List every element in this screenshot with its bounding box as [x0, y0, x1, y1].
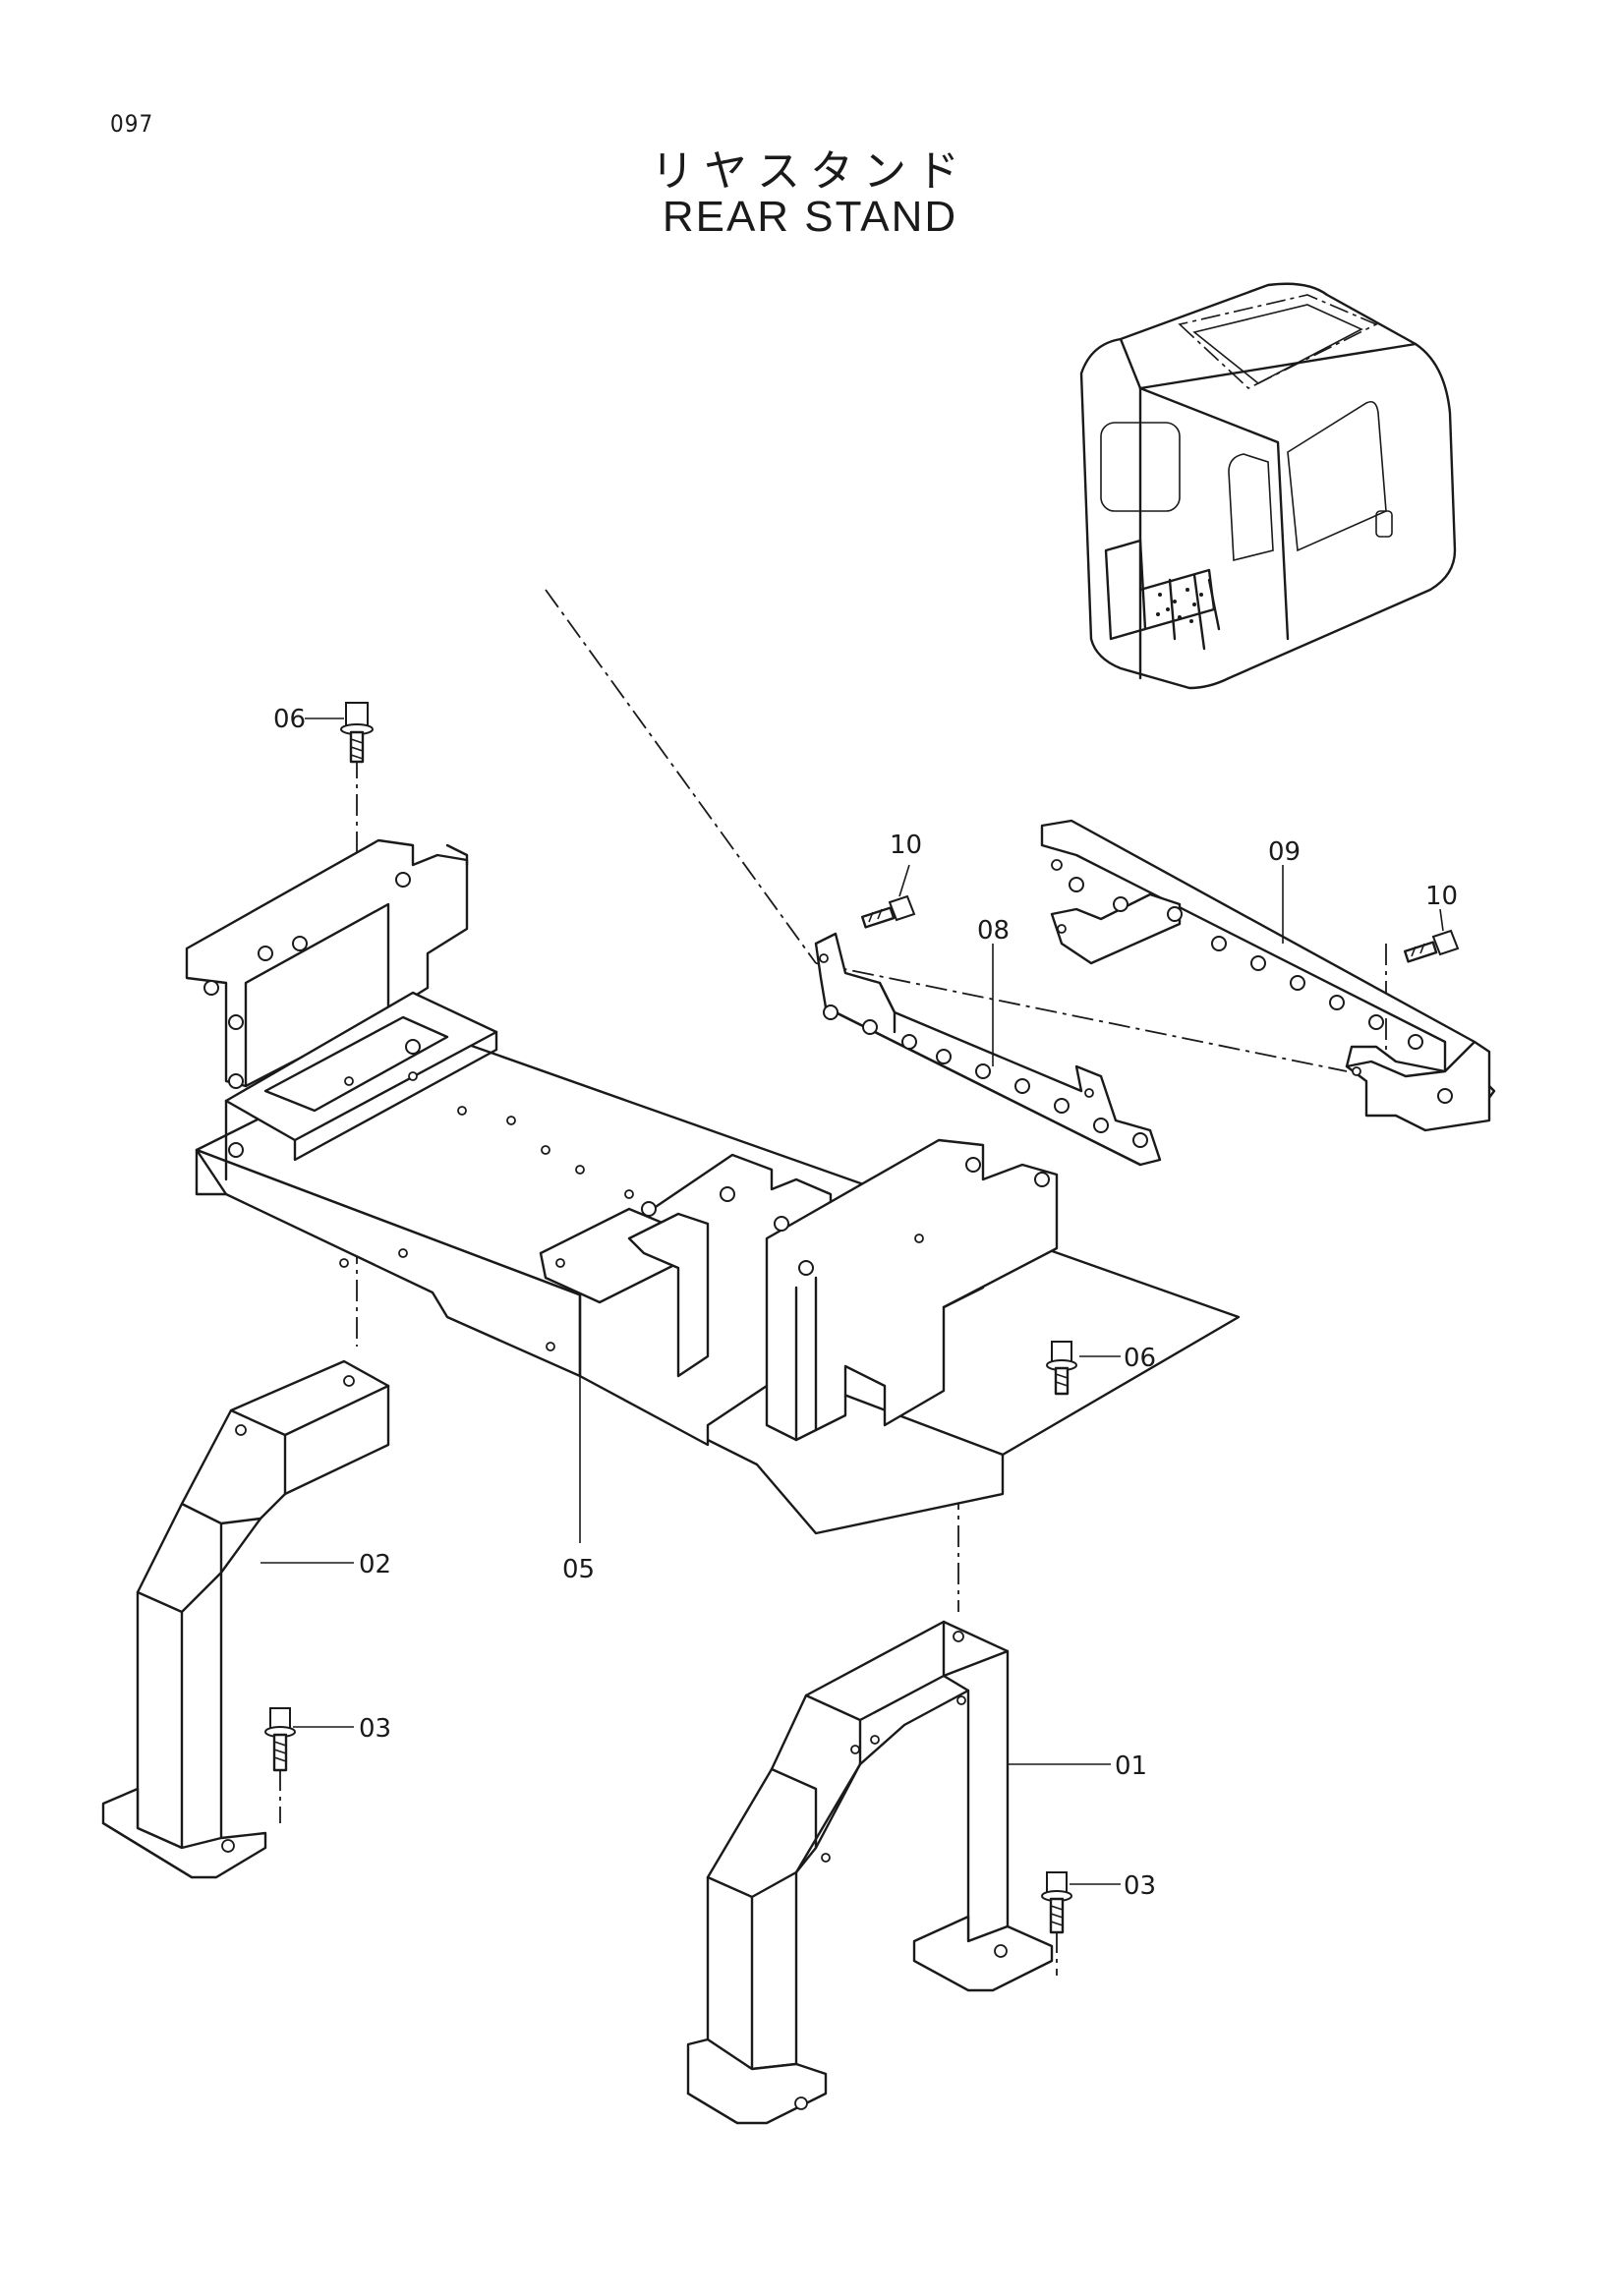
bolt-10-right: [1403, 929, 1460, 963]
callout-10-right: 10: [1425, 882, 1458, 911]
title-japanese: リヤスタンド: [651, 146, 969, 197]
callout-01: 01: [1115, 1751, 1147, 1781]
callout-06-top: 06: [273, 705, 306, 734]
callout-02: 02: [359, 1550, 391, 1579]
bolt-06-top: [340, 702, 374, 764]
callout-03-right: 03: [1124, 1871, 1156, 1901]
part-09-bracket: [1040, 819, 1496, 1132]
part-02-left-leg: [101, 1359, 390, 1879]
callout-10-left: 10: [890, 831, 922, 860]
callout-08: 08: [977, 916, 1010, 946]
callout-03-left: 03: [359, 1714, 391, 1744]
cab-locator-inset: [1079, 282, 1457, 690]
bolt-10-left: [860, 894, 916, 929]
title-english: REAR STAND: [662, 193, 958, 241]
leader-lines: [260, 718, 1444, 1885]
callout-labels: 06 06 10 10 08 09 05 02 03 01 03: [273, 705, 1458, 1901]
part-01-right-arch-leg: [686, 1620, 1054, 2125]
bolt-03-left: [264, 1707, 296, 1772]
part-08-plate: [814, 932, 1162, 1167]
callout-06-right: 06: [1124, 1344, 1156, 1373]
page-number: 097: [110, 110, 154, 138]
bolt-06-right: [1046, 1341, 1077, 1396]
bolt-03-right: [1041, 1871, 1072, 1934]
inset-highlighted-rear-stand: [1104, 539, 1221, 651]
callout-09: 09: [1268, 837, 1301, 867]
callout-05: 05: [562, 1555, 595, 1584]
part-05-base-frame: [185, 838, 1241, 1535]
